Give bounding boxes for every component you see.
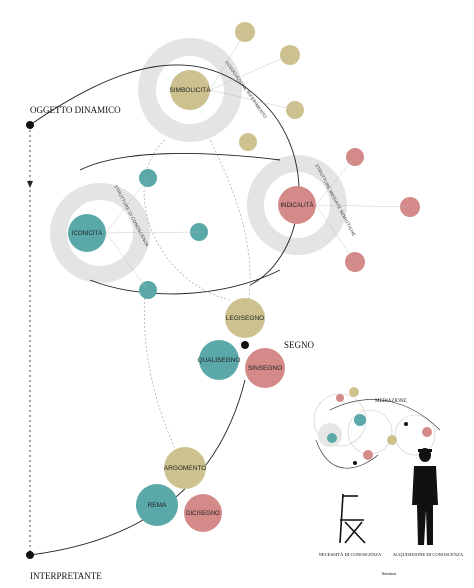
mini-rose-3 [422, 427, 432, 437]
interpretante-dot [26, 551, 34, 559]
mini-ring-3 [394, 414, 436, 456]
chair-back-leg [339, 493, 344, 544]
rema-label: REMA [148, 502, 167, 509]
satellite-connectors [105, 31, 411, 291]
mini-ring-2 [347, 409, 393, 455]
indicalita-label: INDICALITÀ [280, 202, 313, 209]
connector-7 [315, 156, 356, 206]
iconicita-node [68, 214, 106, 252]
simbolicita-node [170, 70, 210, 110]
dashed-arc-2 [209, 139, 251, 321]
satellite-gold-4 [239, 133, 257, 151]
connector-8 [315, 204, 411, 208]
sinsegno-node [245, 348, 285, 388]
mini-gold-1 [349, 387, 359, 397]
mini-arc-1 [315, 439, 379, 469]
connector-6 [105, 232, 149, 291]
mini-teal-1 [354, 414, 366, 426]
necessita-label: NECESSITÀ DI CONOSCENZA [319, 552, 382, 557]
mini-rose-1 [336, 394, 344, 402]
chair-cross-leg-2 [344, 521, 363, 544]
chair-icon [339, 493, 366, 544]
sinsegno-label: SINSEGNO [248, 365, 282, 372]
person-body [412, 466, 438, 545]
connector-2 [209, 54, 291, 91]
person-icon [412, 448, 438, 545]
legisegno-label: LEGISEGNO [226, 315, 264, 322]
arc-oggetto-simbolicita [29, 64, 300, 286]
mini-dot-2 [404, 422, 408, 426]
person-cap [418, 449, 432, 452]
qualisegno-label: QUALISEGNO [198, 357, 241, 364]
connector-9 [315, 204, 356, 263]
connector-3 [209, 89, 296, 111]
chair-cross-leg [344, 521, 366, 544]
mini-teal-2 [327, 433, 337, 443]
mediazione-mini-diagram [313, 387, 441, 469]
connector-1 [209, 31, 246, 91]
segno-label: SEGNO [284, 340, 315, 350]
oggetto-dinamico-label: OGGETTO DINAMICO [30, 105, 121, 115]
acquisizione-label: ACQUISIZIONE DI CONOSCENZA [393, 552, 464, 557]
oggetto-dinamico-dot [26, 121, 34, 129]
rema-node [136, 484, 178, 526]
mini-gold-2 [387, 435, 397, 445]
semiosi-label: Semiosi [382, 571, 398, 576]
argomento-label: ARGOMENTO [164, 465, 207, 472]
dashed-arc-1 [143, 139, 231, 301]
mini-rose-2 [363, 450, 373, 460]
dicisegno-node [184, 494, 222, 532]
axis-arrowhead [27, 181, 33, 188]
arc-iconicita-indicalita [79, 152, 281, 171]
iconicita-label: ICONICITÀ [72, 230, 102, 237]
mediazione-label: MEDIAZIONE [375, 399, 406, 404]
mini-dot-1 [353, 461, 357, 465]
indicalita-node [278, 186, 316, 224]
dicisegno-label: DICISEGNO [186, 511, 220, 517]
argomento-node [164, 447, 206, 489]
dashed-arc-3 [144, 289, 186, 471]
legisegno-node [225, 298, 265, 338]
mini-arc-2 [329, 399, 441, 431]
arc-lower-loop [89, 269, 281, 295]
connector-5 [105, 231, 200, 234]
interpretante-label: INTERPRETANTE [30, 571, 102, 581]
qualisegno-node [199, 340, 239, 380]
simbolicita-label: SIMBOLICITÀ [169, 85, 211, 94]
segno-dot [241, 341, 249, 349]
connector-4 [105, 177, 149, 234]
